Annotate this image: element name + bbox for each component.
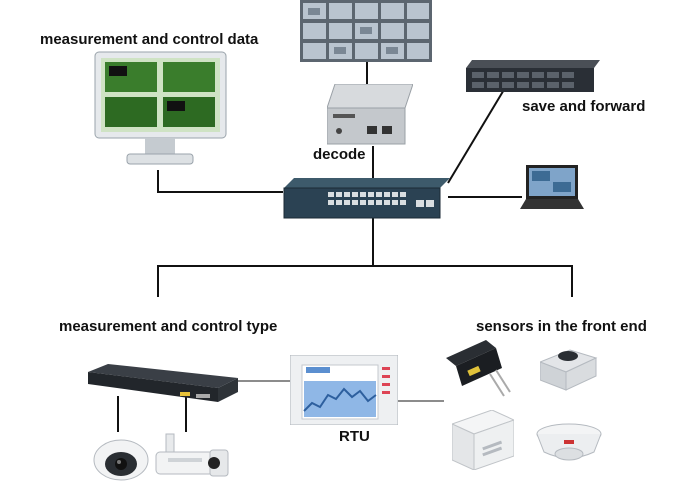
save-forward-label: save and forward <box>522 98 646 115</box>
network-switch-icon <box>283 178 450 219</box>
temperature-sensor-icon <box>540 349 598 391</box>
laptop-icon <box>520 165 584 209</box>
decoder-icon <box>327 84 413 145</box>
room-sensor-icon <box>452 410 514 470</box>
dvr-icon <box>88 364 238 402</box>
decode-label: decode <box>313 146 366 163</box>
dome-camera-icon <box>93 439 149 481</box>
control-type-label: measurement and control type <box>59 318 278 335</box>
sensors-label: sensors in the front end <box>476 318 647 335</box>
smoke-detector-icon <box>536 423 602 461</box>
rtu-panel-icon <box>290 355 398 425</box>
bullet-camera-icon <box>155 433 229 477</box>
humidity-sensor-icon <box>446 340 511 397</box>
storage-server-icon <box>466 60 600 92</box>
video-wall-icon <box>300 0 432 62</box>
measurement-data-label: measurement and control data <box>40 31 259 48</box>
monitor-icon <box>94 51 227 165</box>
rtu-label: RTU <box>339 428 370 445</box>
